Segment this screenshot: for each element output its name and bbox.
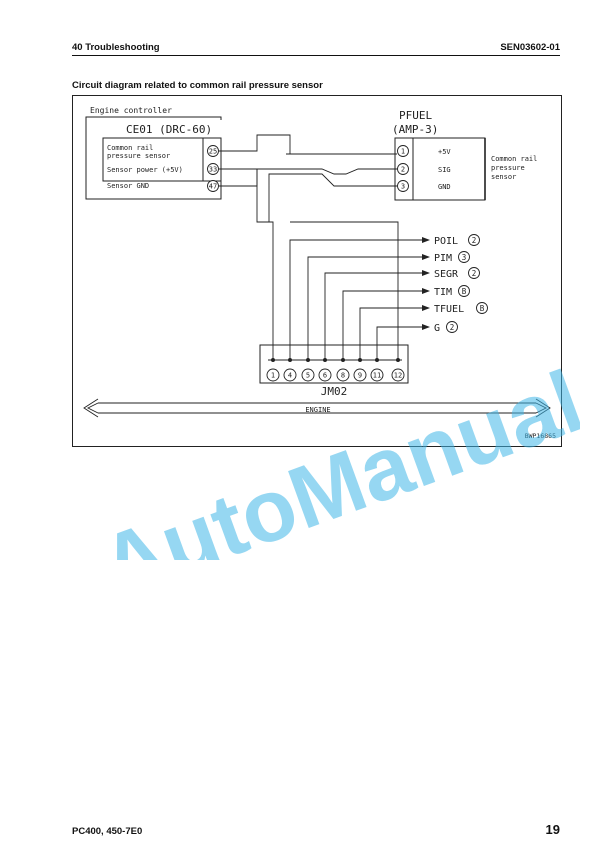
pfuel-pin-circle (397, 163, 409, 175)
jm02-pin-number: 1 (271, 372, 275, 380)
ce01-pin-number: 25 (209, 148, 217, 156)
engine-label: ENGINE (305, 406, 330, 414)
jm02-pin-number: 11 (373, 372, 381, 380)
ce01-pin-label: Sensor GND (107, 182, 149, 190)
jm02-pin-number: 5 (306, 372, 310, 380)
output-pin-circle (468, 267, 480, 279)
jm02-pin-number: 12 (394, 372, 402, 380)
ce01-pin-circle (207, 145, 219, 157)
header-doc-code: SEN03602-01 (500, 42, 560, 53)
diagram-frame (72, 95, 562, 447)
output-wiring (269, 221, 422, 360)
output-label: SEGR (434, 269, 459, 280)
pfuel-title: PFUEL (399, 109, 432, 122)
header-rule (72, 55, 560, 56)
pfuel-pin-circle (397, 180, 409, 192)
sensor-name: Common rail (491, 155, 537, 163)
pfuel-signal-label: GND (438, 183, 451, 191)
output-label: G (434, 323, 440, 334)
footer-model: PC400, 450-7E0 (72, 826, 143, 837)
output-label: TIM (434, 287, 452, 298)
page-number: 19 (545, 822, 560, 837)
jm02-pin-number: 8 (341, 372, 345, 380)
output-label: TFUEL (434, 304, 464, 315)
circuit-diagram: Engine controller CE01 (DRC-60) Common r… (72, 95, 562, 447)
ce01-pin-label: pressure sensor (107, 152, 170, 160)
jm02-label: JM02 (321, 385, 348, 398)
ce01-title: CE01 (DRC-60) (126, 123, 212, 136)
pfuel-pin-number: 1 (401, 148, 405, 156)
output-pin: B (480, 304, 485, 313)
sensor-name: sensor (491, 173, 516, 181)
ce01-connector (102, 137, 222, 182)
pfuel-type: (AMP-3) (392, 123, 438, 136)
ce01-pin-number: 47 (209, 183, 217, 191)
jm02-nodes (271, 358, 400, 362)
pfuel-pin-circle (397, 145, 409, 157)
output-pin-circle (458, 251, 470, 263)
output-pin: 2 (450, 323, 455, 332)
ce01-pin-label: Common rail (107, 144, 153, 152)
controller-outline (85, 116, 222, 200)
output-pin: B (462, 287, 467, 296)
sensor-name: pressure (491, 164, 525, 172)
output-pin-circle (458, 285, 470, 297)
output-arrows (422, 237, 430, 330)
output-label: POIL (434, 236, 458, 247)
pfuel-pin-number: 2 (401, 166, 405, 174)
jm02-pin-number: 6 (323, 372, 327, 380)
engine-harness-arrow (83, 398, 551, 418)
pfuel-signal-label: +5V (438, 148, 451, 156)
jm02-connector (259, 344, 409, 384)
jm02-pin-number: 4 (288, 372, 292, 380)
output-pin-circle (446, 321, 458, 333)
pfuel-signal-label: SIG (438, 166, 451, 174)
output-pin: 2 (472, 236, 477, 245)
jm02-pins (266, 368, 405, 382)
output-pin-circle (476, 302, 488, 314)
output-pin-circle (468, 234, 480, 246)
output-pin: 3 (462, 253, 467, 262)
output-pin: 2 (472, 269, 477, 278)
header-section: 40 Troubleshooting (72, 42, 160, 53)
section-title: Circuit diagram related to common rail p… (72, 80, 323, 91)
pfuel-pin-number: 3 (401, 183, 405, 191)
ce01-pin-circle (207, 180, 219, 192)
ce01-pin-circle (207, 163, 219, 175)
wiring (219, 134, 397, 223)
ce01-pin-number: 33 (209, 166, 217, 174)
figure-code: BWP16865 (525, 432, 556, 440)
controller-label: Engine controller (90, 106, 172, 115)
jm02-pin-number: 9 (358, 372, 362, 380)
output-label: PIM (434, 253, 452, 264)
ce01-pin-label: Sensor power (+5V) (107, 166, 183, 174)
